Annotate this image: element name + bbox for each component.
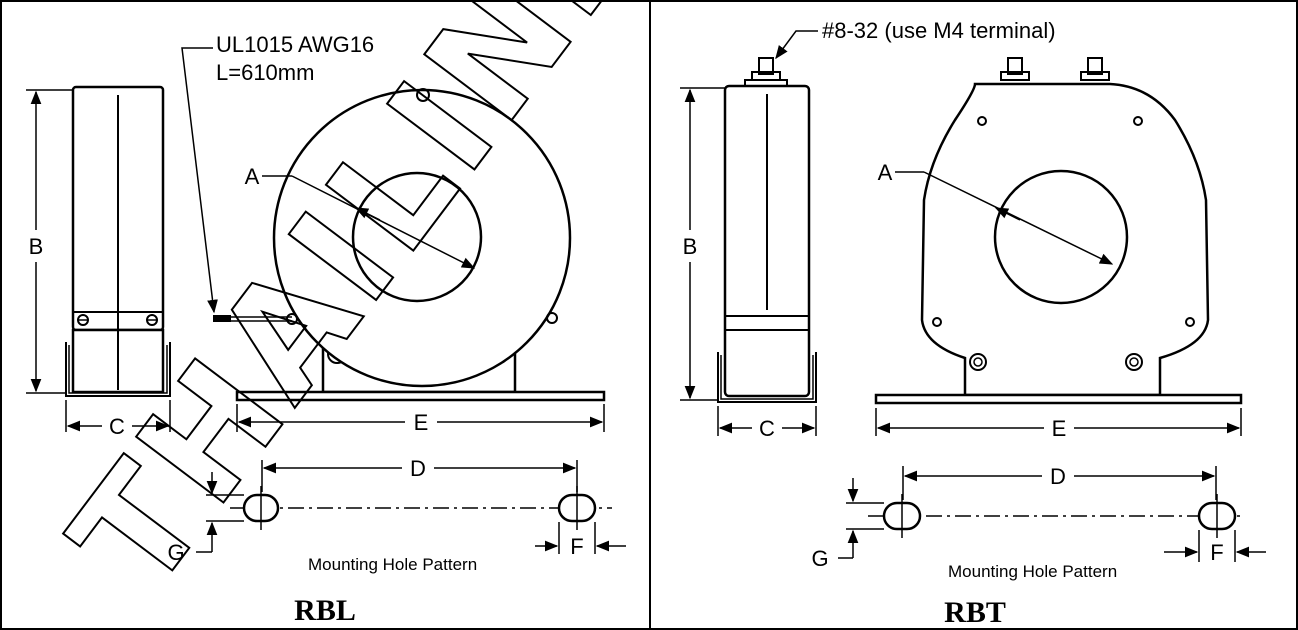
rbt-label-g: G — [811, 546, 828, 571]
rbl-label-b: B — [29, 234, 44, 259]
panel-rbt: #8-32 (use M4 terminal) B — [680, 18, 1266, 629]
rbt-label-d: D — [1050, 464, 1066, 489]
rbt-dim-a: A — [878, 160, 1114, 265]
rbl-window — [351, 171, 483, 303]
rbt-terminal-note: #8-32 (use M4 terminal) — [775, 18, 1056, 60]
rbt-side-view — [717, 57, 817, 403]
wire-lead — [213, 315, 231, 322]
rbl-title: RBL — [294, 594, 356, 627]
rbt-dim-e: E — [875, 408, 1242, 441]
rbl-hole-pattern: D G F Mounting Hole Pattern — [167, 456, 626, 574]
rbt-window — [993, 169, 1129, 305]
rbt-base-plate — [874, 393, 1243, 405]
screw-icon — [77, 314, 89, 326]
rbt-label-c: C — [759, 416, 775, 441]
rbl-dim-a: A — [245, 164, 476, 269]
rbt-label-f: F — [1210, 540, 1223, 565]
panel-rbl: B C UL1015 AWG16 L=610mm — [26, 32, 626, 627]
rbl-hole-caption: Mounting Hole Pattern — [308, 555, 477, 574]
terminal-stud-icon — [1087, 57, 1103, 75]
rbt-front-view — [874, 57, 1243, 405]
rbl-front-view — [235, 88, 606, 402]
screw-icon — [146, 314, 158, 326]
mount-hole-icon — [969, 353, 987, 371]
rbl-dim-c: C — [65, 400, 171, 439]
rbl-wire-note: UL1015 AWG16 L=610mm — [181, 32, 374, 322]
rbt-hole-pattern: D G F Mounting Hole Pattern — [811, 464, 1266, 581]
rbt-title: RBT — [944, 596, 1006, 629]
rbt-dim-c: C — [717, 406, 817, 441]
rbl-label-c: C — [109, 414, 125, 439]
rbl-base-plate — [235, 390, 606, 402]
rbl-label-g: G — [167, 540, 184, 565]
rbl-label-a: A — [245, 164, 260, 189]
rbl-label-e: E — [414, 410, 429, 435]
rbl-label-f: F — [570, 534, 583, 559]
rbl-label-d: D — [410, 456, 426, 481]
rbt-dim-b: B — [680, 87, 725, 401]
rbl-side-view — [65, 85, 171, 397]
terminal-stud-icon — [758, 57, 774, 75]
rbl-wire-length: L=610mm — [216, 60, 314, 85]
rbl-wire-spec: UL1015 AWG16 — [216, 32, 374, 57]
rbt-label-b: B — [683, 234, 698, 259]
rbt-hole-caption: Mounting Hole Pattern — [948, 562, 1117, 581]
rbl-dim-e: E — [236, 404, 605, 435]
rbt-label-a: A — [878, 160, 893, 185]
rbl-dim-b: B — [26, 89, 73, 394]
mount-hole-icon — [1125, 353, 1143, 371]
rbt-terminal-spec: #8-32 (use M4 terminal) — [822, 18, 1056, 43]
rbt-label-e: E — [1052, 416, 1067, 441]
terminal-stud-icon — [1007, 57, 1023, 75]
